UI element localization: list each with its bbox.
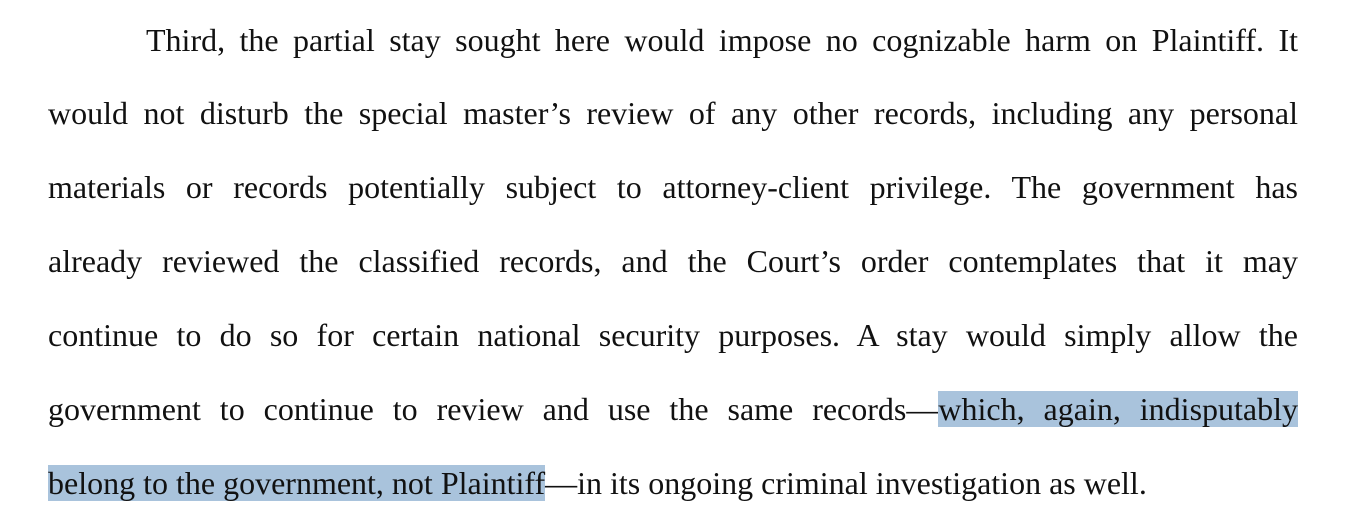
paragraph-line-5: continue to do so for certain national s… [48,317,1298,353]
paragraph-line-3: materials or records potentially subject… [48,169,1298,205]
paragraph-line-4: already reviewed the classified records,… [48,243,1298,279]
highlighted-text-line-6[interactable]: which, again, indisputably [938,391,1299,427]
line-6-plain-text: government to continue to review and use… [48,391,939,427]
paragraph-line-6: government to continue to review and use… [48,385,1299,433]
highlighted-text-line-7[interactable]: belong to the government, not Plaintiff [48,465,546,501]
paragraph-line-7: belong to the government, not Plaintiff—… [48,459,1147,507]
paragraph-line-2: would not disturb the special master’s r… [48,95,1298,131]
line-7-plain-text: —in its ongoing criminal investigation a… [545,465,1147,501]
paragraph-line-1: Third, the partial stay sought here woul… [146,22,1298,58]
